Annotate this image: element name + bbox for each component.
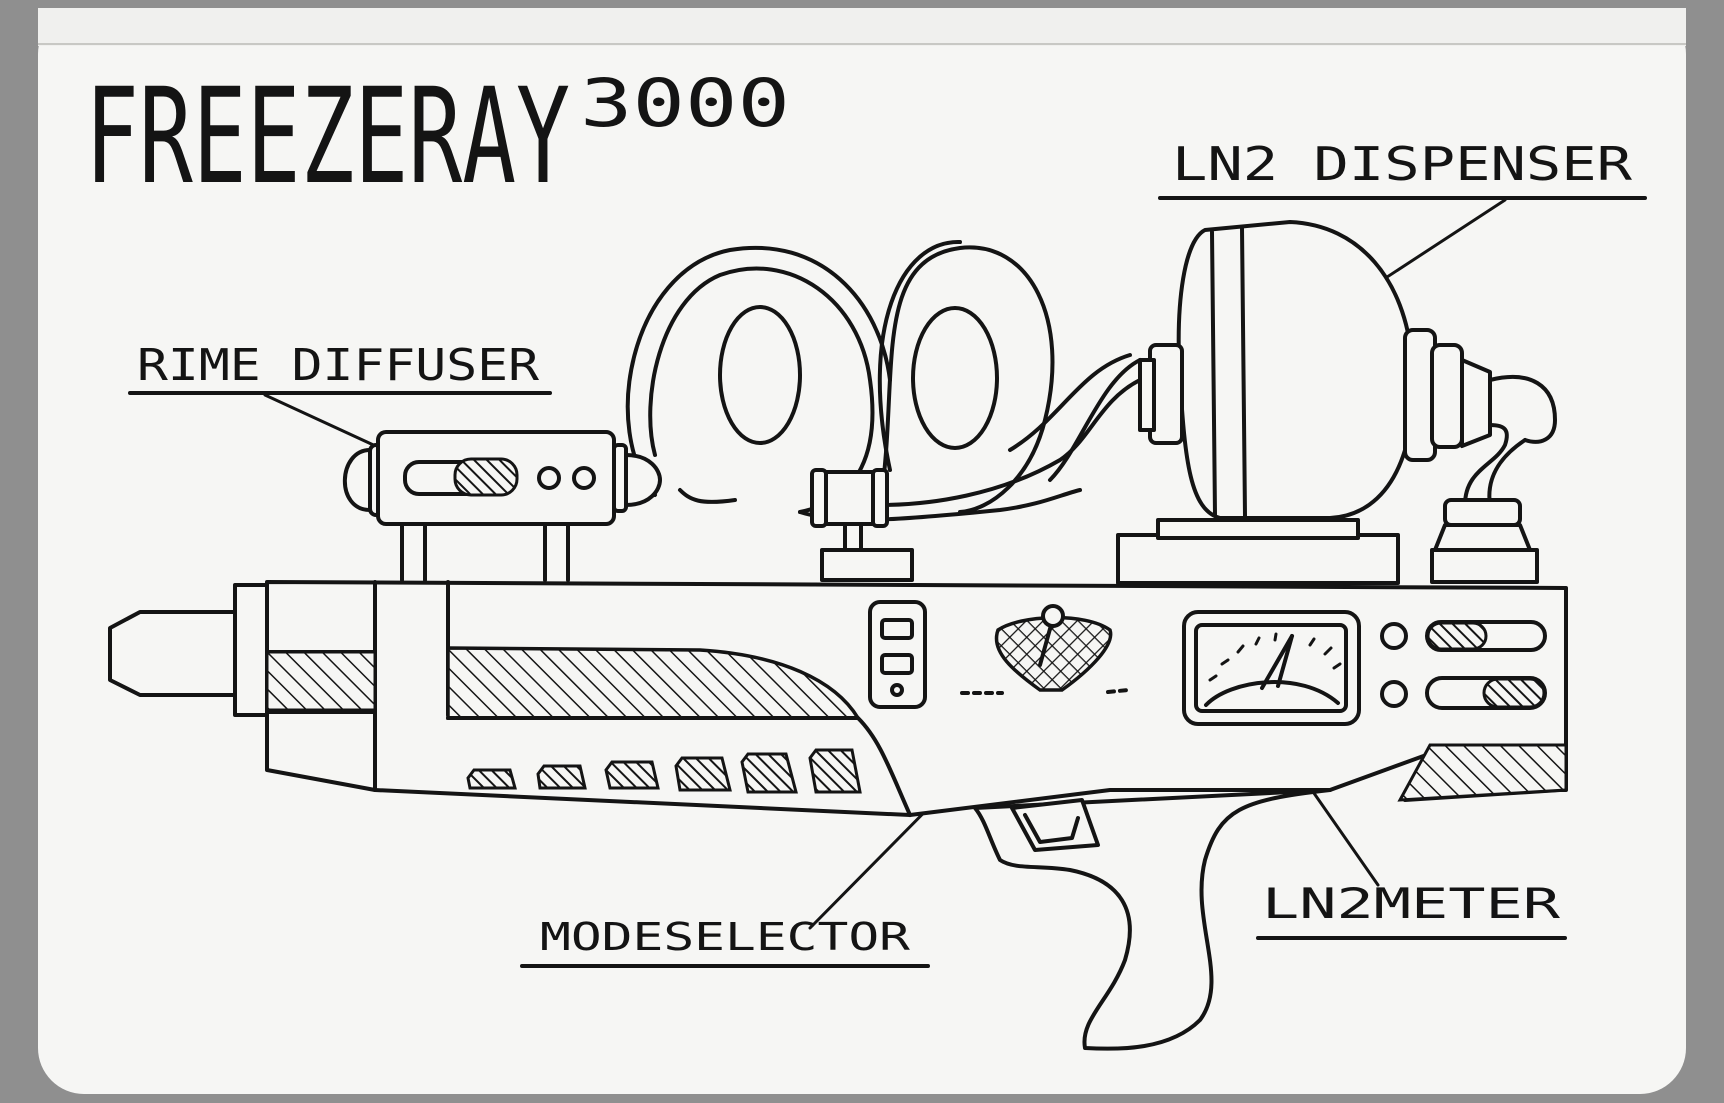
paper-edge-strip: [38, 8, 1686, 46]
title-main: FREEZERAY: [85, 60, 570, 214]
title-superscript: 3000: [580, 65, 790, 142]
handle-and-trigger: [973, 788, 1332, 1051]
status-indicators: [1380, 620, 1547, 710]
label-mode-selector: MODESELECTOR: [540, 915, 910, 959]
label-ln2-meter: LN2METER: [1262, 879, 1561, 928]
mode-selector: [960, 604, 1130, 695]
ln2-dispenser: [1116, 220, 1557, 585]
switch-panel: [868, 600, 927, 709]
rime-diffuser: [342, 430, 662, 582]
label-ln2-dispenser: LN2 DISPENSER: [1172, 137, 1632, 191]
ln2-meter-gauge: [1182, 610, 1361, 726]
hose-coupling: [810, 468, 914, 582]
label-rime-diffuser: RIME DIFFUSER: [137, 340, 540, 391]
coiled-hose: [625, 239, 1142, 522]
